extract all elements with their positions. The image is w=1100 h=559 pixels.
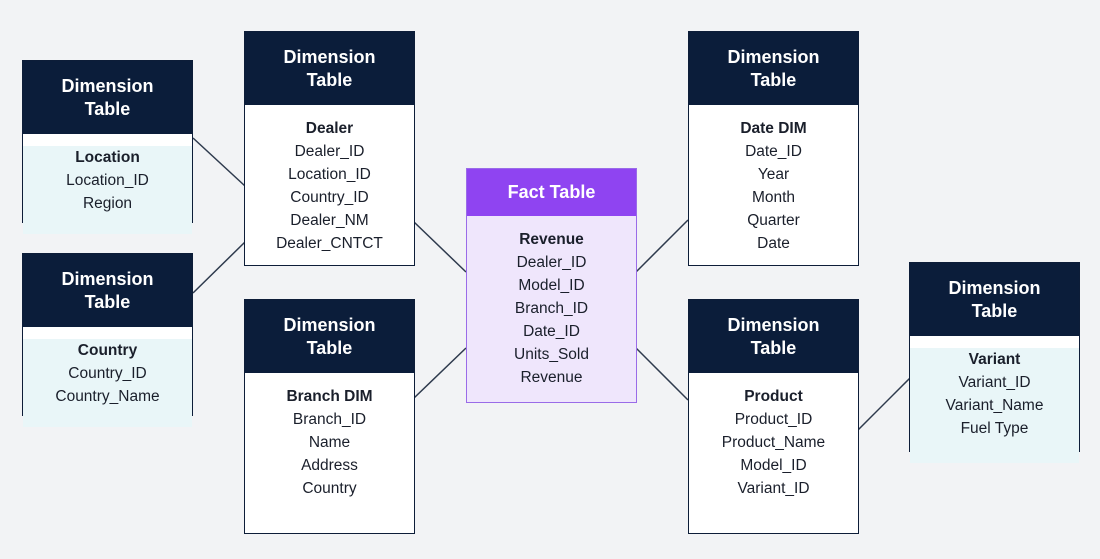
table-field: Country <box>302 480 357 497</box>
header-line: Table <box>84 291 131 312</box>
header-line: Table <box>750 69 797 90</box>
header-line: Table <box>971 300 1018 321</box>
table-field: Branch_ID <box>514 300 589 317</box>
table-name: Branch DIM <box>286 388 373 405</box>
table-body: Revenue Dealer_ID Model_ID Branch_ID Dat… <box>467 228 636 389</box>
table-name: Dealer <box>305 120 354 137</box>
table-field: Dealer_ID <box>516 254 587 271</box>
header-line: Table <box>84 98 131 119</box>
table-body: Product Product_ID Product_Name Model_ID… <box>689 385 858 500</box>
table-field: Variant_ID <box>958 374 1031 391</box>
table-body: Variant Variant_ID Variant_Name Fuel Typ… <box>910 348 1079 463</box>
connector-branch-fact <box>413 347 467 399</box>
table-field: Date_ID <box>745 143 802 160</box>
connector-dealer-fact <box>413 221 467 273</box>
header-line: Dimension <box>948 277 1041 298</box>
table-field: Model_ID <box>740 457 807 474</box>
table-field: Dealer_CNTCT <box>276 235 383 252</box>
header-line: Fact Table <box>507 182 596 202</box>
table-field: Product_ID <box>734 411 813 428</box>
header-line: Dimension <box>61 268 154 289</box>
table-body: Branch DIM Branch_ID Name Address Countr… <box>245 385 414 500</box>
header-line: Table <box>306 337 353 358</box>
table-name: Product <box>744 388 803 405</box>
connector-location-dealer <box>192 137 246 187</box>
table-name: Revenue <box>519 231 584 248</box>
table-field: Variant_ID <box>737 480 810 497</box>
table-field: Name <box>308 434 351 451</box>
header-line: Table <box>750 337 797 358</box>
table-body: Date DIM Date_ID Year Month Quarter Date <box>689 117 858 255</box>
table-field: Country_Name <box>55 388 160 405</box>
fact-table: Fact Table Revenue Dealer_ID Model_ID Br… <box>466 168 637 403</box>
table-field: Year <box>757 166 790 183</box>
table-field: Variant_Name <box>945 397 1044 414</box>
table-field: Units_Sold <box>514 346 589 363</box>
table-field: Quarter <box>747 212 800 229</box>
header-line: Dimension <box>727 46 820 67</box>
table-body: Dealer Dealer_ID Location_ID Country_ID … <box>245 117 414 255</box>
table-field: Revenue <box>520 369 583 386</box>
header-line: Table <box>306 69 353 90</box>
header-line: Dimension <box>283 46 376 67</box>
table-field: Region <box>82 195 133 212</box>
connector-fact-date <box>635 219 689 273</box>
header-line: Dimension <box>727 314 820 335</box>
table-field: Month <box>751 189 796 206</box>
table-field: Date_ID <box>523 323 580 340</box>
connector-product-variant <box>857 377 911 431</box>
table-field: Country_ID <box>290 189 369 206</box>
connector-country-dealer <box>192 241 246 294</box>
table-body: Location Location_ID Region <box>23 146 192 234</box>
table-field: Date <box>757 235 790 252</box>
table-field: Location_ID <box>288 166 371 183</box>
table-field: Address <box>301 457 358 474</box>
table-field: Product_Name <box>721 434 826 451</box>
table-field: Fuel Type <box>960 420 1029 437</box>
table-field: Location_ID <box>66 172 149 189</box>
table-body: Country Country_ID Country_Name <box>23 339 192 427</box>
table-name: Country <box>77 342 138 359</box>
header-line: Dimension <box>283 314 376 335</box>
table-name: Date DIM <box>740 120 807 137</box>
table-field: Country_ID <box>68 365 147 382</box>
table-name: Location <box>75 149 140 166</box>
table-field: Branch_ID <box>292 411 367 428</box>
table-header: Fact Table <box>467 169 636 216</box>
table-field: Dealer_NM <box>290 212 369 229</box>
table-name: Variant <box>968 351 1021 368</box>
connector-fact-product <box>635 347 689 401</box>
table-field: Model_ID <box>518 277 585 294</box>
header-line: Dimension <box>61 75 154 96</box>
table-field: Dealer_ID <box>294 143 365 160</box>
